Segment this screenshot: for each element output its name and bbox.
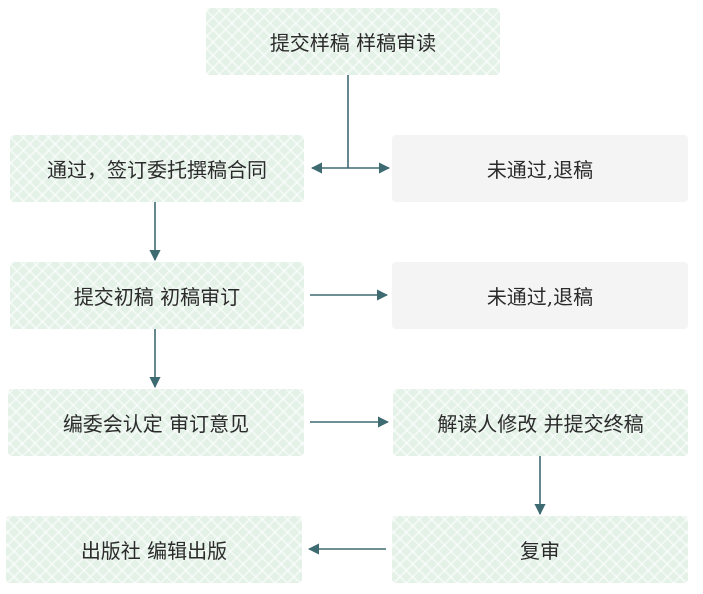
- step-submit-draft: 提交初稿 初稿审订: [10, 262, 304, 329]
- step-recheck-label: 复审: [520, 539, 560, 563]
- step-revise-final-label: 解读人修改 并提交终稿: [437, 412, 644, 436]
- step-fail-return-2: 未通过,退稿: [392, 262, 688, 329]
- step-fail-return-2-label: 未通过,退稿: [486, 285, 594, 309]
- step-pass-sign-contract-label: 通过，签订委托撰稿合同: [47, 158, 267, 182]
- step-fail-return-1: 未通过,退稿: [392, 135, 688, 202]
- step-submit-draft-label: 提交初稿 初稿审订: [73, 285, 241, 309]
- step-submit-sample-label: 提交样稿 样稿审读: [269, 31, 437, 55]
- step-fail-return-1-label: 未通过,退稿: [486, 158, 594, 182]
- step-pass-sign-contract: 通过，签订委托撰稿合同: [10, 135, 304, 202]
- step-submit-sample: 提交样稿 样稿审读: [206, 8, 500, 75]
- step-publish: 出版社 编辑出版: [6, 516, 302, 583]
- step-committee-review: 编委会认定 审订意见: [8, 389, 304, 456]
- step-revise-final: 解读人修改 并提交终稿: [393, 389, 688, 456]
- step-publish-label: 出版社 编辑出版: [80, 539, 228, 563]
- step-recheck: 复审: [392, 516, 688, 583]
- step-committee-review-label: 编委会认定 审订意见: [62, 412, 250, 436]
